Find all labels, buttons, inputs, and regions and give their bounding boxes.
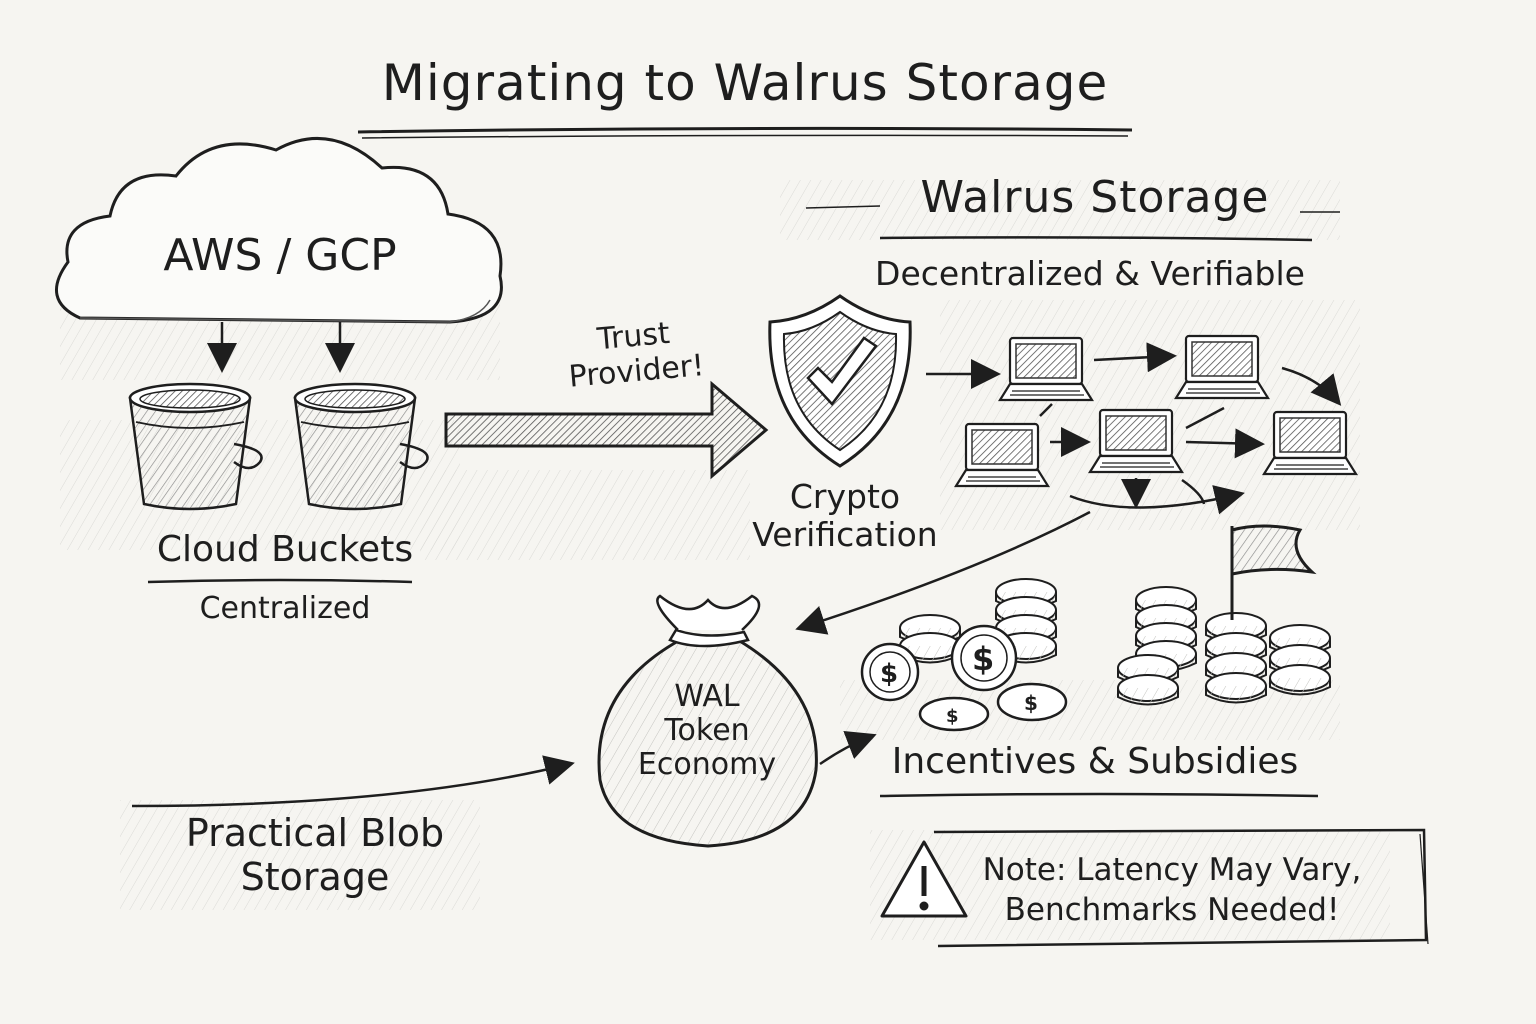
bag-arrows xyxy=(131,730,877,808)
centralized-label: Centralized xyxy=(199,591,371,626)
laptop-icon xyxy=(998,336,1094,402)
money-bag-icon xyxy=(597,594,818,848)
practical-blob-label: Practical Blob Storage xyxy=(180,811,450,899)
cloud-to-bucket-arrows xyxy=(207,322,355,373)
laptop-icon xyxy=(1088,408,1184,474)
wal-token-label: WAL Token Economy xyxy=(612,680,802,782)
note-line-1: Note: Latency May Vary, xyxy=(982,852,1362,888)
title-underline xyxy=(357,126,1133,139)
walrus-heading: Walrus Storage xyxy=(920,172,1270,223)
svg-text:$: $ xyxy=(972,640,994,678)
shield-check-icon xyxy=(768,294,912,468)
cloud-icon xyxy=(55,137,503,324)
note-line-2: Benchmarks Needed! xyxy=(1004,892,1340,929)
svg-text:$: $ xyxy=(1024,691,1038,715)
bucket-icon xyxy=(128,382,263,511)
flag-icon xyxy=(1230,524,1317,620)
incentives-label: Incentives & Subsidies xyxy=(891,741,1299,782)
latency-note: Note: Latency May Vary, Benchmarks Neede… xyxy=(972,850,1372,931)
verification-line: Verification xyxy=(752,514,938,554)
svg-text:$: $ xyxy=(946,706,959,727)
network-arrows xyxy=(795,342,1342,635)
laptop-icon xyxy=(1262,410,1358,476)
warning-icon xyxy=(880,840,968,918)
cloud-provider-label: AWS / GCP xyxy=(163,230,397,281)
walrus-heading-underline xyxy=(805,205,1340,242)
migration-arrow xyxy=(444,380,769,480)
practical-blob-line: Practical Blob xyxy=(185,811,445,855)
laptop-icon xyxy=(954,422,1050,488)
token-line: Token xyxy=(664,712,750,748)
diagram-title: Migrating to Walrus Storage xyxy=(381,54,1109,112)
coin-symbols: $ $ $ $ xyxy=(880,640,1038,727)
svg-text:$: $ xyxy=(880,659,898,689)
wal-line: WAL xyxy=(674,679,740,714)
coin-icon xyxy=(860,624,1068,732)
storage-line: Storage xyxy=(240,854,390,899)
cloud-buckets-underline xyxy=(147,578,413,584)
crypto-verification-label: Crypto Verification xyxy=(750,478,940,554)
crypto-line: Crypto xyxy=(789,477,901,516)
laptop-icon xyxy=(1174,334,1270,400)
note-box xyxy=(933,828,1429,948)
incentives-underline xyxy=(879,792,1319,798)
economy-line: Economy xyxy=(637,746,777,782)
bucket-icon xyxy=(293,382,429,511)
cloud-buckets-label: Cloud Buckets xyxy=(156,529,414,570)
walrus-subheading: Decentralized & Verifiable xyxy=(875,254,1305,293)
